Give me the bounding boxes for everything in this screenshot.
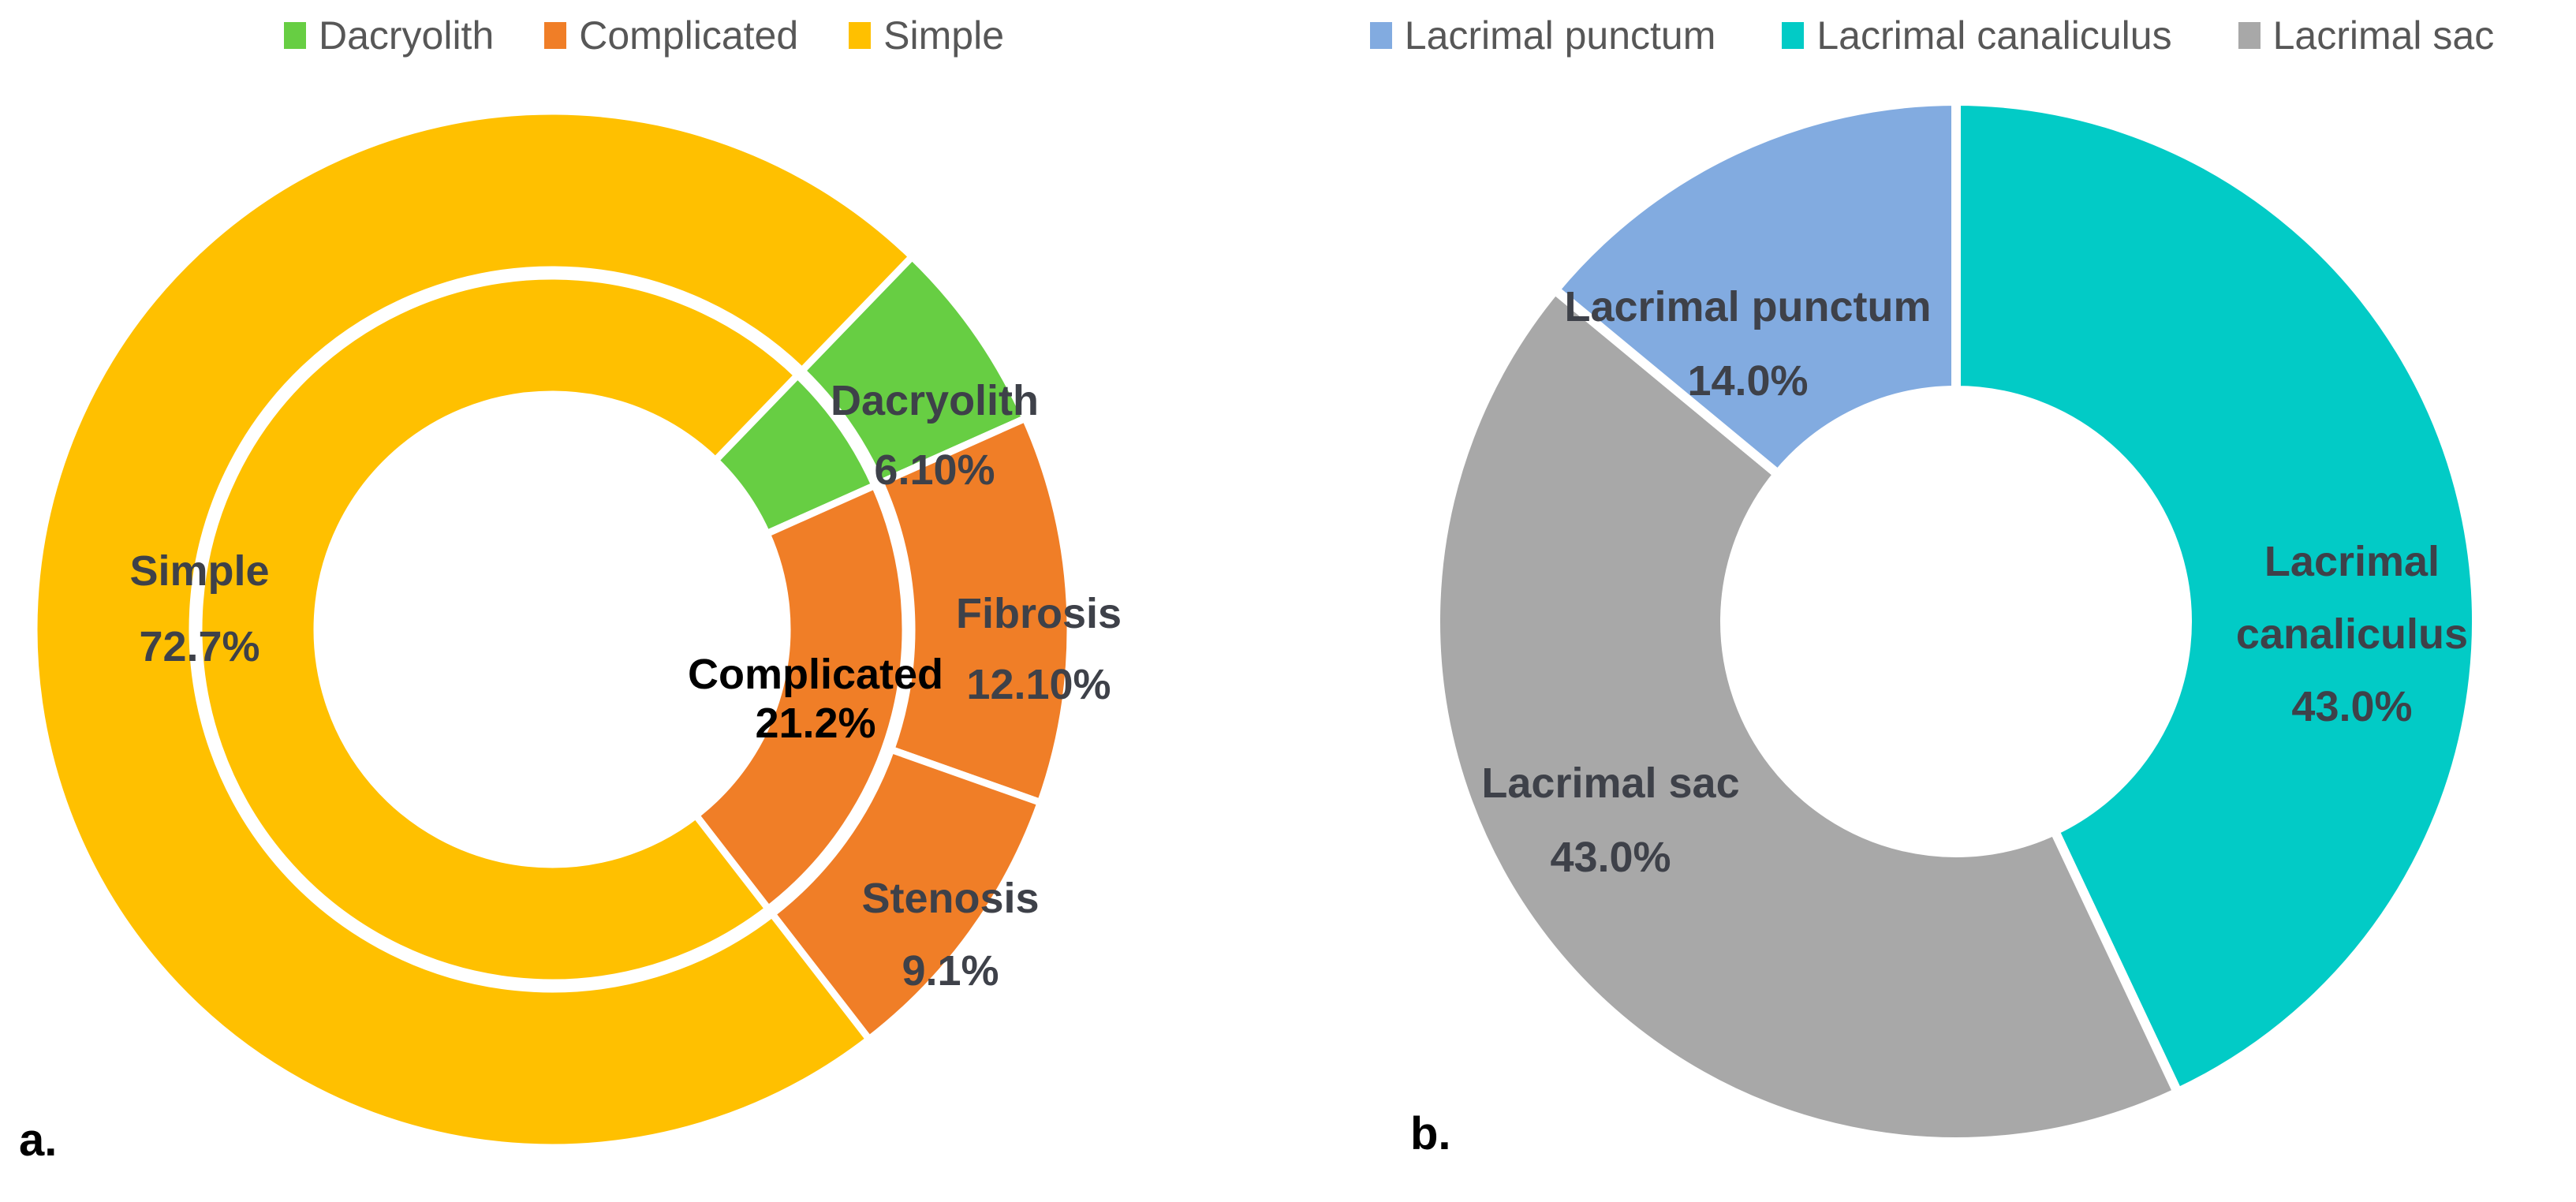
panel-label-b: b. <box>1410 1108 1451 1159</box>
panel-label-a: a. <box>19 1114 58 1166</box>
data-label-line: 6.10% <box>874 446 995 494</box>
legend-swatch-lacrimal-canaliculus-icon <box>1782 22 1805 49</box>
legend-swatch-lacrimal-punctum-icon <box>1369 22 1392 49</box>
legend-item-lacrimal-punctum: Lacrimal punctum <box>1369 13 1716 58</box>
data-label-line: Stenosis <box>861 875 1040 922</box>
legend-swatch-dacryolith-icon <box>283 22 306 49</box>
slice-simple <box>195 272 801 987</box>
data-label-line: 21.2% <box>755 700 876 747</box>
data-label-line: Simple <box>129 547 270 595</box>
data-label-line: 12.10% <box>966 661 1111 708</box>
data-label-dacryolith: Dacryolith 6.10% <box>831 366 1039 505</box>
legend-a: Dacryolith Complicated Simple <box>0 13 1288 58</box>
data-label-punctum: Lacrimal punctum 14.0% <box>1564 270 1931 418</box>
legend-label-lacrimal-canaliculus: Lacrimal canaliculus <box>1816 13 2172 58</box>
data-label-canaliculus: Lacrimal canaliculus 43.0% <box>2236 525 2468 743</box>
data-label-line: Fibrosis <box>955 590 1122 637</box>
legend-label-simple: Simple <box>883 13 1005 58</box>
data-label-line: canaliculus <box>2235 610 2469 658</box>
legend-b: Lacrimal punctum Lacrimal canaliculus La… <box>1288 13 2576 58</box>
legend-label-dacryolith: Dacryolith <box>318 13 495 58</box>
legend-label-complicated: Complicated <box>579 13 799 58</box>
slice-lacrimal-punctum <box>1550 96 1961 480</box>
legend-label-lacrimal-sac: Lacrimal sac <box>2272 13 2495 58</box>
legend-swatch-simple-icon <box>849 22 872 49</box>
legend-item-complicated: Complicated <box>544 13 798 58</box>
data-label-stenosis: Stenosis 9.1% <box>861 862 1039 1007</box>
legend-label-lacrimal-punctum: Lacrimal punctum <box>1404 13 1716 58</box>
legend-item-lacrimal-sac: Lacrimal sac <box>2238 13 2495 58</box>
data-label-line: 43.0% <box>1550 834 1671 881</box>
legend-item-simple: Simple <box>849 13 1004 58</box>
legend-item-dacryolith: Dacryolith <box>283 13 495 58</box>
donut-chart-b <box>1431 96 2481 1147</box>
data-label-simple: Simple 72.7% <box>129 533 269 685</box>
data-label-line: Lacrimal punctum <box>1564 283 1932 330</box>
data-label-line: 14.0% <box>1687 357 1809 405</box>
legend-item-lacrimal-canaliculus: Lacrimal canaliculus <box>1782 13 2172 58</box>
slice-complicated <box>692 481 909 913</box>
data-label-fibrosis: Fibrosis 12.10% <box>956 578 1122 720</box>
legend-swatch-lacrimal-sac-icon <box>2238 22 2261 49</box>
data-label-line: Dacryolith <box>830 377 1040 424</box>
slice-simple <box>30 107 916 1152</box>
data-label-line: Lacrimal sac <box>1481 760 1740 807</box>
donut-chart-a <box>30 107 1074 1152</box>
legend-swatch-complicated-icon <box>544 22 567 49</box>
slice-lacrimal-canaliculus <box>1951 96 2481 1098</box>
data-label-sac: Lacrimal sac 43.0% <box>1481 746 1739 894</box>
data-label-line: Lacrimal <box>2264 538 2440 585</box>
data-label-line: 43.0% <box>2291 683 2413 730</box>
data-label-line: 72.7% <box>139 623 260 670</box>
data-label-line: Complicated <box>687 651 944 698</box>
slice-lacrimal-sac <box>1431 285 2183 1147</box>
data-label-line: 9.1% <box>902 947 999 995</box>
